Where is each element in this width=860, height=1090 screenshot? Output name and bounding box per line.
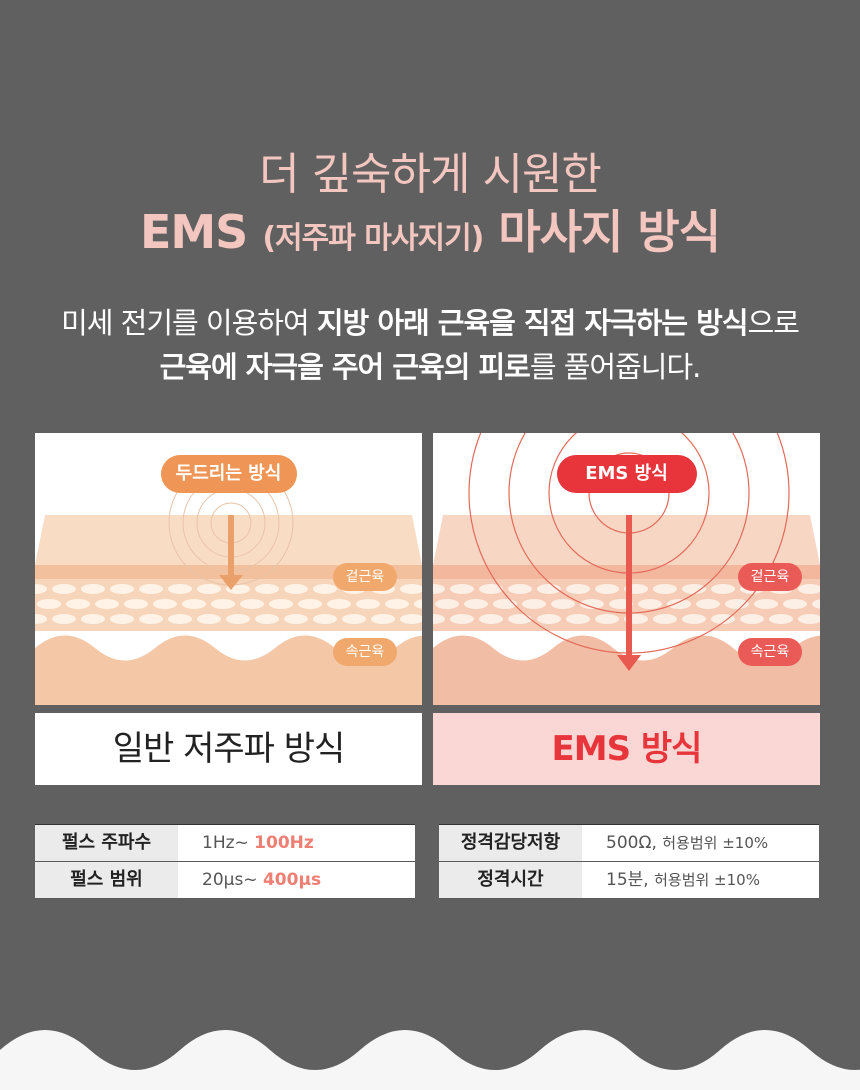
headline-ems: EMS	[139, 205, 248, 259]
spec-value-b: 400μs	[262, 870, 322, 890]
spec-label: 펄스 주파수	[35, 825, 178, 861]
panel-tapping: 두드리는 방식 겉근육 속근육	[35, 433, 422, 705]
description-line1: 미세 전기를 이용하여 지방 아래 근육을 직접 자극하는 방식으로	[0, 300, 860, 342]
spec-value-b: 100Hz	[254, 833, 314, 853]
spec-label: 정격감당저항	[439, 825, 582, 861]
description-line2: 근육에 자극을 주어 근육의 피로를 풀어줍니다.	[0, 344, 860, 386]
headline-tail: 마사지 방식	[498, 205, 721, 259]
spec-value-b: 허용범위 ±10%	[662, 834, 769, 852]
desc-text: 를 풀어줍니다.	[529, 350, 702, 384]
bottom-wave-decoration	[0, 1030, 860, 1090]
panel-ems: EMS 방식 겉근육 속근육	[433, 433, 820, 705]
tag-inner-muscle: 속근육	[333, 638, 397, 666]
desc-text: 미세 전기를 이용하여	[61, 306, 317, 340]
spec-value-a: 20μs~	[202, 870, 263, 890]
tag-outer-muscle-ems: 겉근육	[738, 563, 802, 591]
spec-table-left: 펄스 주파수 1Hz~ 100Hz 펄스 범위 20μs~ 400μs	[35, 824, 415, 899]
spec-value-a: 500Ω,	[606, 833, 663, 853]
desc-bold: 지방 아래 근육을 직접 자극하는 방식	[316, 306, 749, 340]
spec-label: 펄스 범위	[35, 862, 178, 898]
table-row: 펄스 범위 20μs~ 400μs	[35, 862, 415, 899]
method-pill-ems: EMS 방식	[556, 455, 697, 493]
spec-value: 1Hz~ 100Hz	[178, 825, 415, 861]
caption-ems: EMS 방식	[433, 713, 820, 785]
headline-paren: (저주파 마사지기)	[262, 221, 484, 256]
table-row: 정격감당저항 500Ω, 허용범위 ±10%	[439, 825, 819, 862]
spec-label: 정격시간	[439, 862, 582, 898]
spec-value: 500Ω, 허용범위 ±10%	[582, 825, 819, 861]
spec-table-right: 정격감당저항 500Ω, 허용범위 ±10% 정격시간 15분, 허용범위 ±1…	[439, 824, 819, 899]
spec-value-a: 1Hz~	[202, 833, 255, 853]
table-row: 펄스 주파수 1Hz~ 100Hz	[35, 825, 415, 862]
headline-line2: EMS (저주파 마사지기) 마사지 방식	[0, 196, 860, 262]
spec-value-b: 허용범위 ±10%	[654, 871, 760, 889]
table-row: 정격시간 15분, 허용범위 ±10%	[439, 862, 819, 899]
desc-bold: 근육에 자극을 주어 근육의 피로	[159, 350, 531, 384]
skin-layers-illustration-ems	[433, 433, 820, 705]
headline-line1: 더 깊숙하게 시원한	[259, 149, 602, 200]
tag-outer-muscle: 겉근육	[333, 563, 397, 591]
spec-value-a: 15분,	[606, 870, 655, 890]
method-pill-tapping: 두드리는 방식	[160, 455, 297, 493]
desc-text: 으로	[747, 306, 800, 340]
spec-value: 20μs~ 400μs	[178, 862, 415, 898]
spec-value: 15분, 허용범위 ±10%	[582, 862, 819, 898]
caption-general: 일반 저주파 방식	[35, 713, 422, 785]
tag-inner-muscle-ems: 속근육	[738, 638, 802, 666]
